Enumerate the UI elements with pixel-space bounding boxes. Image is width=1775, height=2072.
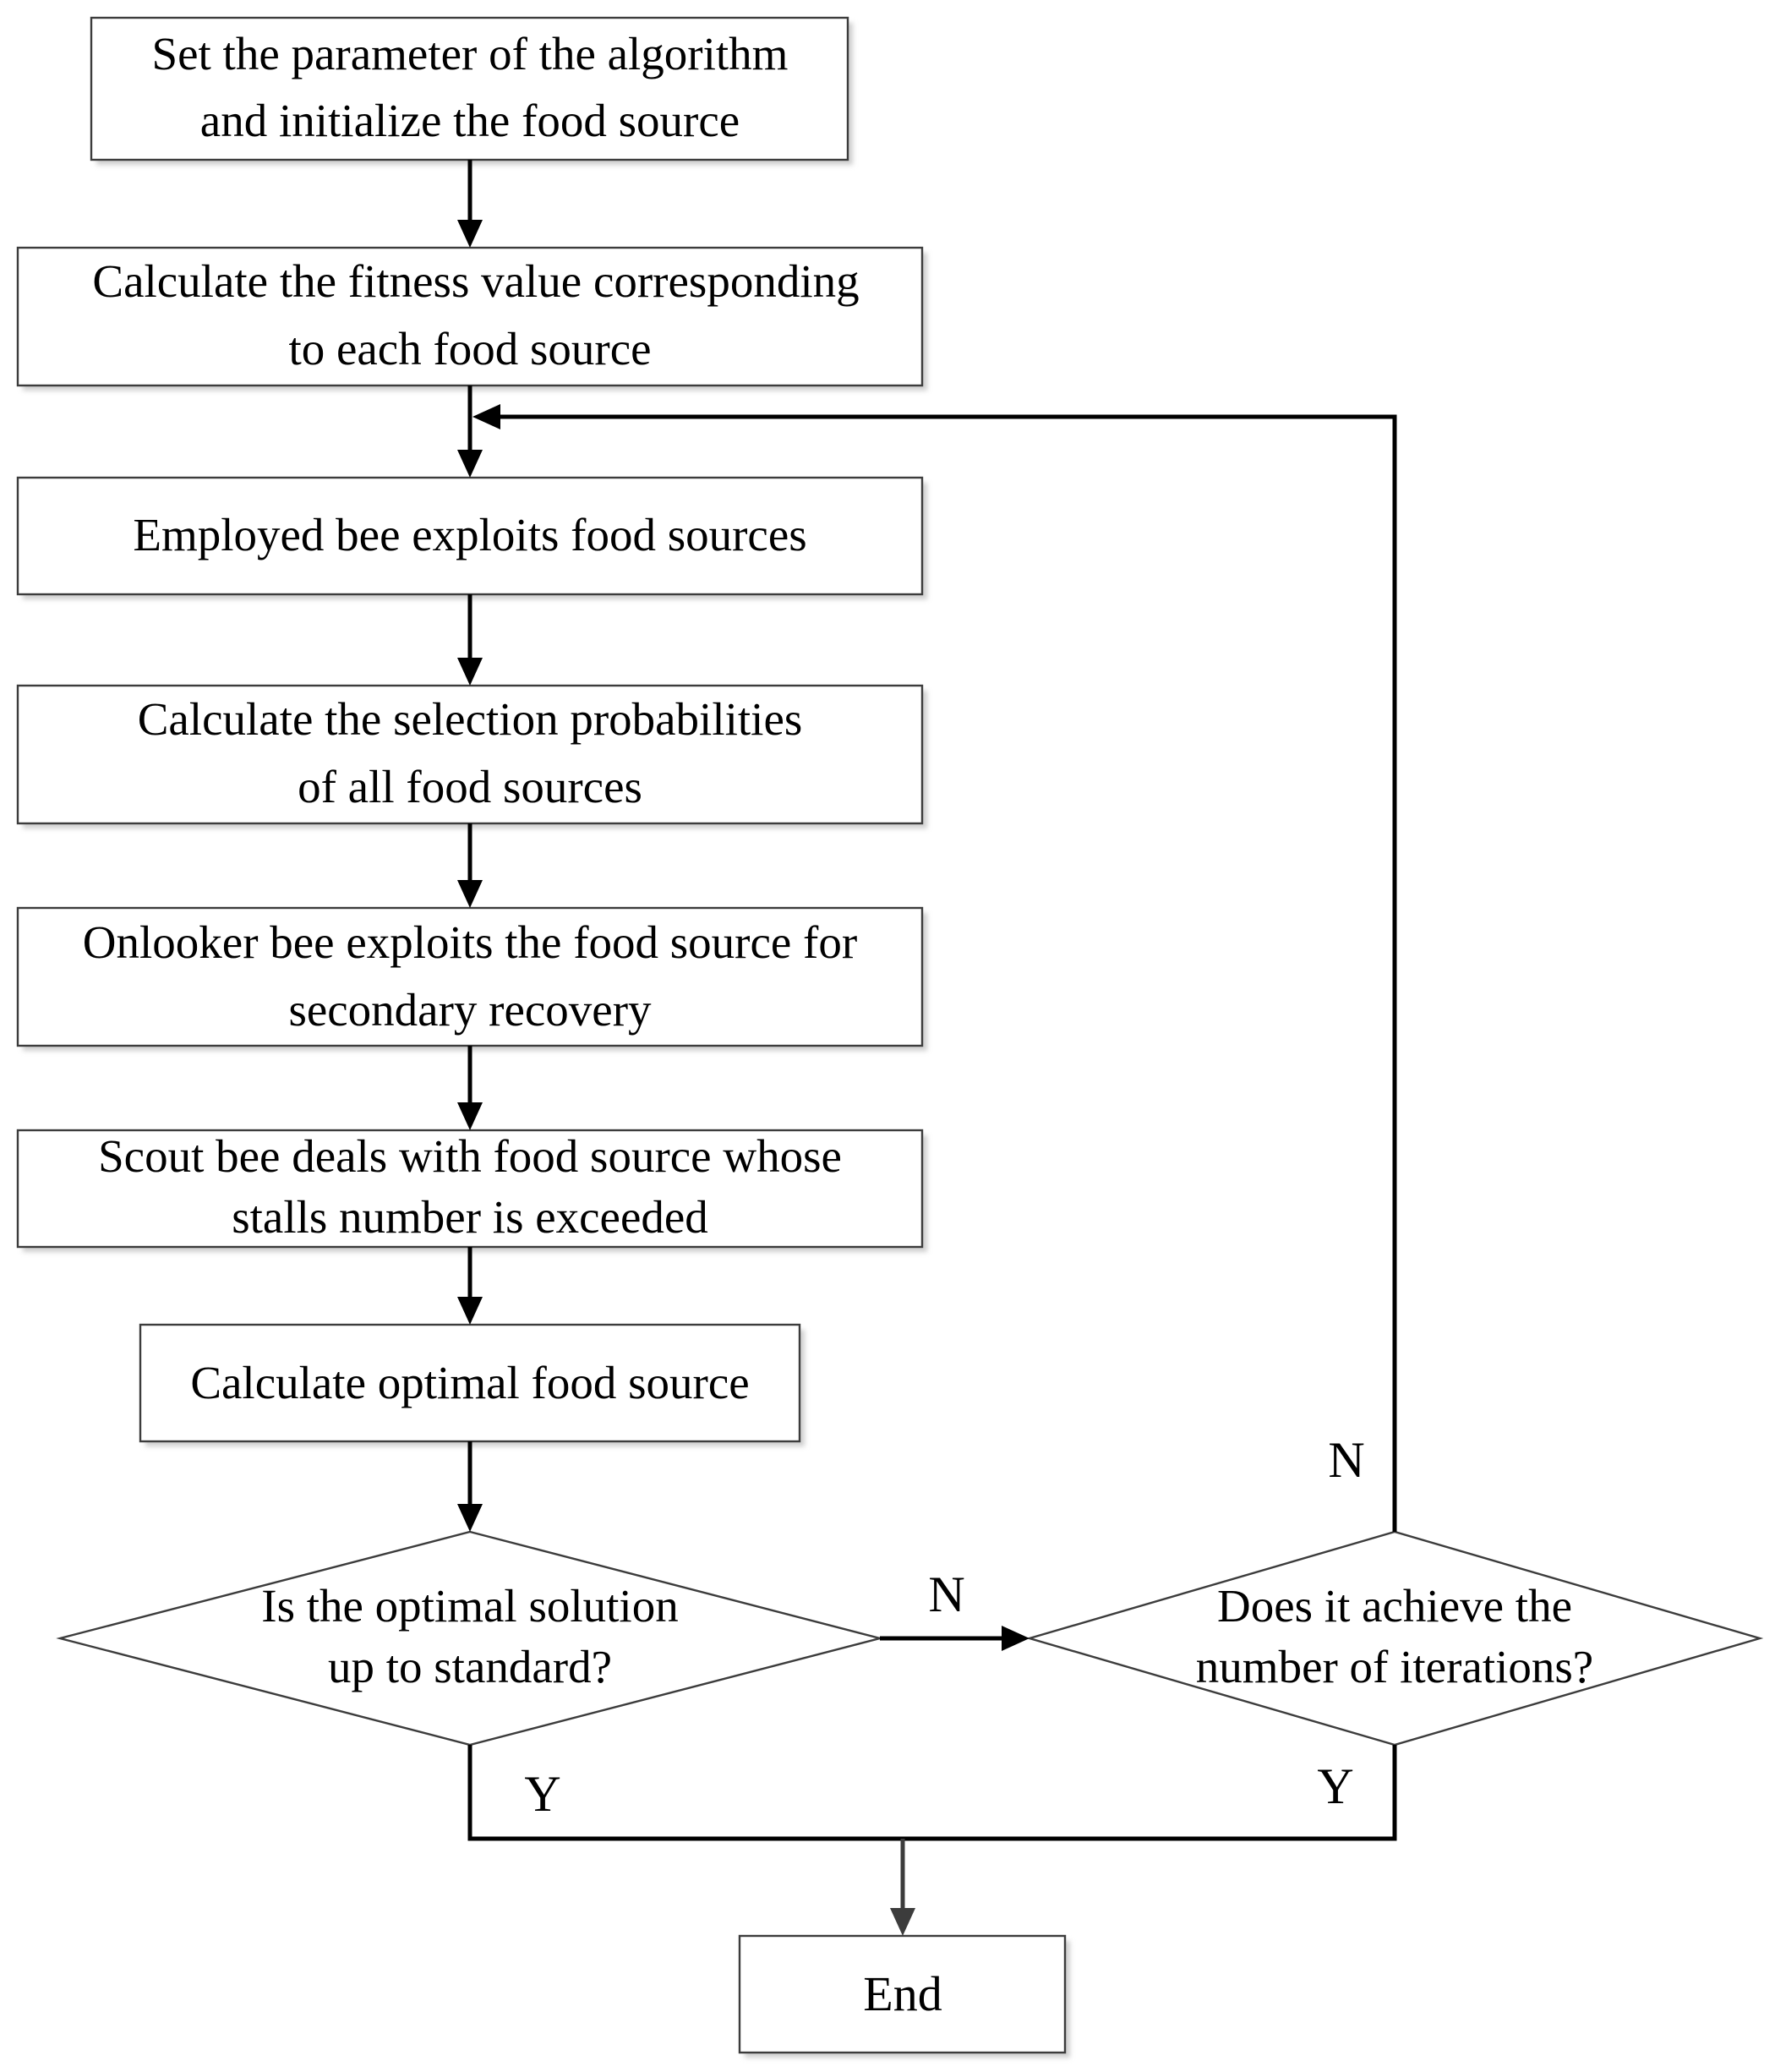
step-optimal: Calculate optimal food source [139,1323,805,1446]
connector-fitness-to-employed [457,385,483,478]
standard-no-label: N [928,1566,964,1622]
connector-optimal-to-standard [457,1441,483,1532]
step-probabilities-line-2: of all food sources [298,761,642,812]
end-label: End [863,1966,942,2021]
standard-yes-label: Y [524,1766,560,1822]
decision-iterations: Does it achieve the number of iterations… [1025,1530,1764,1747]
connector-probabilities-to-onlooker [457,823,483,908]
step-init-line-2: and initialize the food source [200,95,740,146]
connector-employed-to-probabilities [457,594,483,686]
step-onlooker: Onlooker bee exploits the food source fo… [16,906,927,1051]
step-fitness-line-1: Calculate the fitness value correspondin… [92,255,859,307]
connector-scout-to-optimal [457,1247,483,1325]
decision-standard-line-1: Is the optimal solution [261,1580,678,1632]
connector-yes-to-end [467,1745,1397,1936]
step-fitness: Calculate the fitness value correspondin… [16,246,927,391]
step-optimal-line-1: Calculate optimal food source [190,1357,749,1408]
connector-standard-no [880,1626,1030,1651]
step-fitness-line-2: to each food source [288,323,651,374]
decision-standard-line-2: up to standard? [328,1641,612,1692]
step-probabilities: Calculate the selection probabilities of… [16,684,927,828]
step-init-line-1: Set the parameter of the algorithm [152,28,789,79]
iterations-no-label: N [1328,1432,1364,1488]
decision-standard: Is the optimal solution up to standard? [56,1530,884,1747]
step-employed-line-1: Employed bee exploits food sources [133,509,806,560]
connector-onlooker-to-scout [457,1046,483,1130]
iterations-yes-label: Y [1317,1758,1353,1814]
step-onlooker-line-2: secondary recovery [288,984,652,1036]
step-scout: Scout bee deals with food source whose s… [16,1129,927,1252]
decision-iterations-line-2: number of iterations? [1196,1641,1593,1692]
step-init: Set the parameter of the algorithm and i… [90,16,853,165]
connector-init-to-fitness [457,160,483,248]
decision-iterations-line-1: Does it achieve the [1217,1580,1572,1632]
step-employed: Employed bee exploits food sources [16,476,927,599]
step-scout-line-2: stalls number is exceeded [232,1191,708,1243]
connector-iterations-no-loop [472,404,1397,1532]
end-node: End [738,1934,1070,2058]
step-probabilities-line-1: Calculate the selection probabilities [138,693,803,745]
step-onlooker-line-1: Onlooker bee exploits the food source fo… [83,916,857,968]
step-scout-line-1: Scout bee deals with food source whose [98,1130,842,1182]
